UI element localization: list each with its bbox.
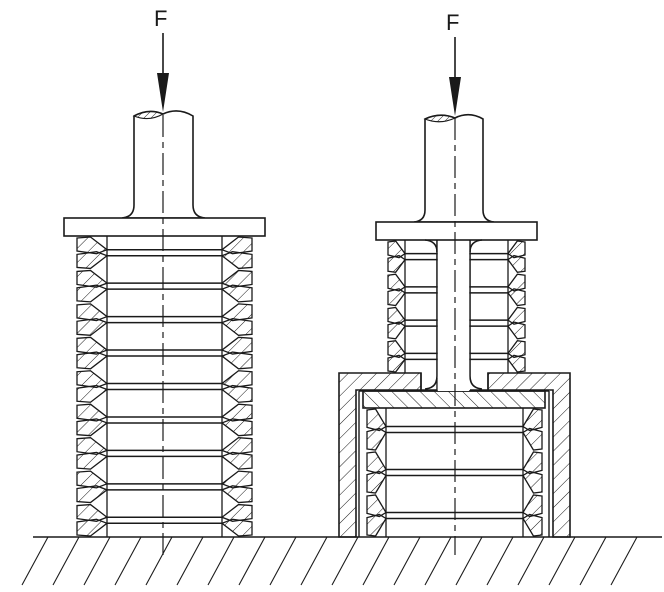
pressure-plate (63, 217, 266, 237)
spring-stack-upper (387, 240, 526, 391)
spring-stack-lower (366, 408, 543, 537)
force-label-right: F (446, 10, 460, 35)
force-arrow-head-icon (157, 73, 169, 112)
right-assembly (338, 37, 571, 555)
guide-stem (424, 240, 483, 390)
force-label-left: F (154, 6, 168, 31)
spring-stack-left (76, 236, 253, 537)
pressure-plate (375, 221, 538, 241)
ground-base (21, 536, 662, 586)
load-column (413, 113, 495, 223)
column-cut-section (132, 110, 165, 120)
left-assembly (63, 33, 266, 555)
intermediate-plate (362, 390, 546, 409)
force-arrow-head-icon (449, 77, 461, 116)
